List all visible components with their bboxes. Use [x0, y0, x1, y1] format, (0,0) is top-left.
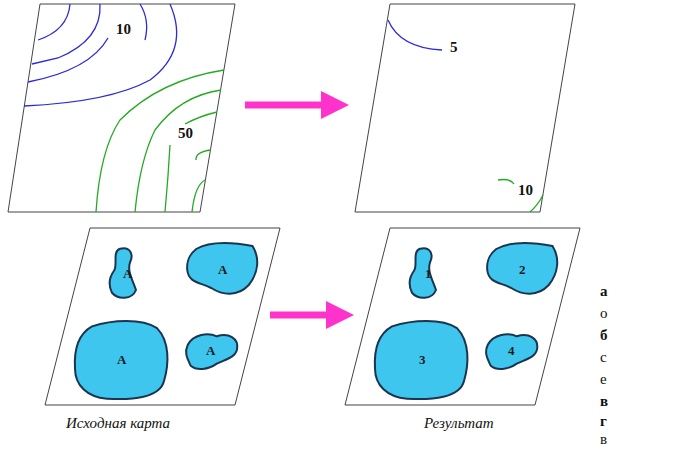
map-caption: Результат	[424, 416, 494, 431]
side-text: с	[600, 350, 607, 365]
map-region: 2	[485, 240, 560, 300]
side-text: в	[600, 432, 607, 447]
contour-value: 10	[114, 22, 133, 37]
region-label: A	[218, 262, 227, 278]
map-region: A	[185, 240, 260, 300]
side-text: е	[600, 372, 607, 387]
map-region: 4	[482, 330, 540, 372]
region-label: A	[123, 266, 132, 282]
contour-value: 50	[176, 126, 195, 141]
map-region: A	[182, 330, 240, 372]
map-region: 3	[372, 318, 472, 402]
contour-value: 10	[516, 183, 535, 198]
map-caption: Исходная карта	[66, 416, 170, 431]
contour-value: 5	[448, 40, 460, 55]
side-text: о	[600, 306, 608, 321]
region-label: A	[206, 343, 215, 359]
side-text: в	[600, 394, 608, 409]
region-label: 3	[419, 352, 426, 368]
side-text: г	[600, 414, 607, 429]
side-text: а	[600, 284, 608, 299]
region-label: 2	[519, 262, 526, 278]
region-label: A	[117, 352, 126, 368]
side-text: б	[600, 328, 608, 343]
region-label: 1	[425, 266, 432, 282]
map-region: 1	[408, 246, 448, 301]
region-label: 4	[508, 343, 515, 359]
map-region: A	[72, 318, 172, 402]
map-region: A	[108, 246, 148, 301]
